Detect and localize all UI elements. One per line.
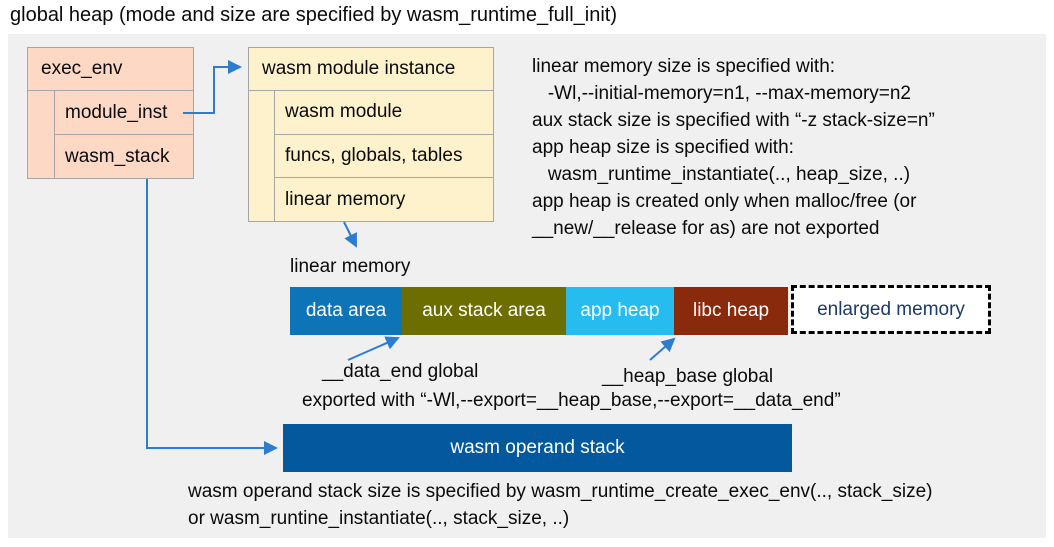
- heap-base-global-label: __heap_base global: [602, 366, 774, 387]
- operand-stack-notes: wasm operand stack size is specified by …: [188, 478, 933, 532]
- data-area-segment: data area: [290, 287, 402, 335]
- enlarged-memory-box: enlarged memory: [791, 285, 991, 334]
- note-line: __new/__release for as) are not exported: [532, 218, 880, 239]
- module-instance-header: wasm module instance: [249, 48, 493, 91]
- app-heap-segment: app heap: [566, 287, 674, 335]
- note-line: or wasm_runtine_instantiate(.., stack_si…: [188, 508, 570, 529]
- module-instance-row-wasm-module: wasm module: [274, 91, 493, 135]
- note-line: wasm_runtime_instantiate(.., heap_size, …: [532, 164, 911, 185]
- module-instance-row-funcs-globals-tables: funcs, globals, tables: [274, 134, 493, 179]
- note-line: wasm operand stack size is specified by …: [188, 481, 933, 502]
- note-line: linear memory size is specified with:: [532, 56, 836, 77]
- size-config-notes: linear memory size is specified with: -W…: [532, 53, 935, 242]
- note-line: app heap is created only when malloc/fre…: [532, 191, 917, 212]
- exec-env-row-module-inst: module_inst: [54, 91, 193, 135]
- note-line: -Wl,--initial-memory=n1, --max-memory=n2: [532, 83, 911, 104]
- exec-env-box: exec_env module_inst wasm_stack: [27, 47, 194, 179]
- linear-memory-bar: data area aux stack area app heap libc h…: [290, 287, 788, 335]
- diagram-title: global heap (mode and size are specified…: [10, 4, 617, 26]
- exec-env-header: exec_env: [28, 48, 193, 91]
- linear-memory-label: linear memory: [290, 256, 411, 277]
- note-line: app heap size is specified with:: [532, 137, 794, 158]
- libc-heap-segment: libc heap: [674, 287, 788, 335]
- note-line: aux stack size is specified with “-z sta…: [532, 110, 935, 131]
- exec-env-row-wasm-stack: wasm_stack: [54, 135, 193, 178]
- module-instance-row-linear-memory: linear memory: [274, 178, 493, 222]
- wasm-module-instance-box: wasm module instance wasm module funcs, …: [248, 47, 494, 222]
- wasm-operand-stack-bar: wasm operand stack: [283, 424, 792, 472]
- aux-stack-area-segment: aux stack area: [402, 287, 566, 335]
- exported-with-label: exported with “-Wl,--export=__heap_base,…: [302, 390, 841, 411]
- data-end-global-label: __data_end global: [322, 361, 479, 382]
